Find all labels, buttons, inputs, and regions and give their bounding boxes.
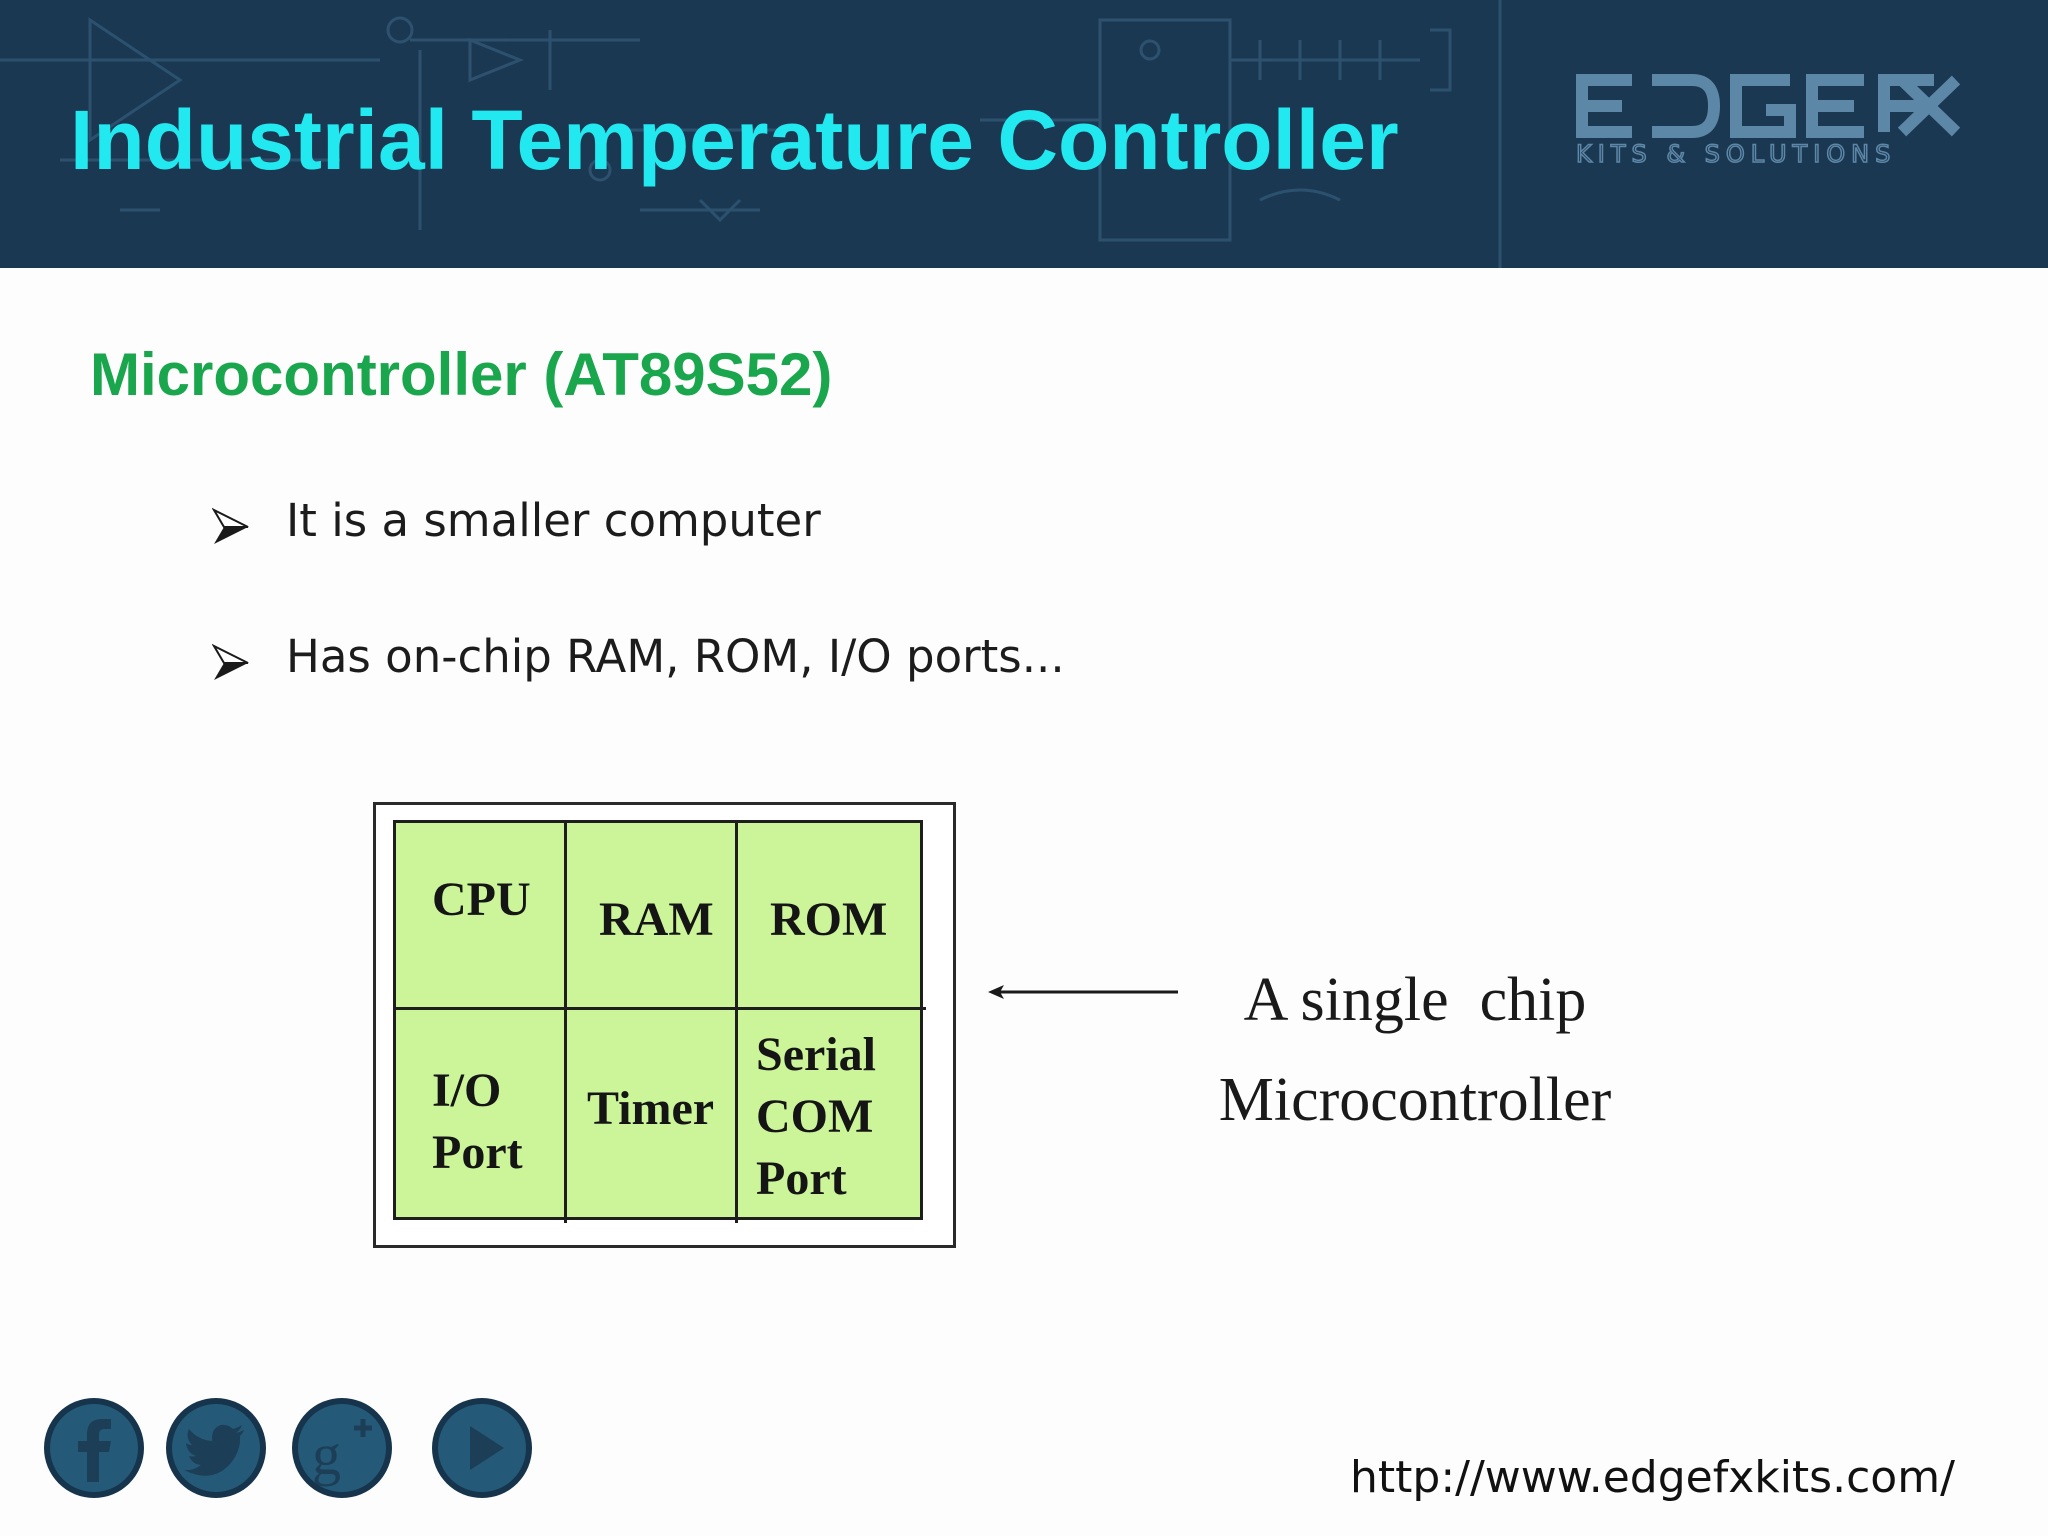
arrowhead-bullet-icon [212,644,249,680]
slide-title: Industrial Temperature Controller [70,93,1399,187]
svg-text:g: g [312,1422,341,1487]
website-url[interactable]: http://www.edgefxkits.com/ [1350,1452,1955,1503]
block-label: CPU [432,873,531,926]
caption-line: A single chip [1243,966,1587,1034]
svg-text:KITS & SOLUTIONS: KITS & SOLUTIONS [1576,140,1896,166]
youtube-play-icon[interactable] [430,1396,534,1500]
edgefx-logo: KITS & SOLUTIONS [1575,74,1961,166]
cpu-block: CPU [396,823,567,1010]
bullet-text: Has on-chip RAM, ROM, I/O ports... [286,630,1065,683]
caption-line: Microcontroller [1218,1066,1612,1134]
twitter-icon[interactable] [164,1396,268,1500]
microcontroller-diagram: CPU RAM ROM I/O Port Timer Serial COM Po… [373,802,956,1248]
chip-block-grid: CPU RAM ROM I/O Port Timer Serial COM Po… [393,820,926,1223]
block-label: RAM [599,893,714,946]
bullet-text: It is a smaller computer [286,494,821,547]
circuit-background-pattern [0,0,1502,268]
facebook-icon[interactable] [42,1396,146,1500]
pointer-arrow-icon [988,985,1178,999]
block-label: Serial COM Port [756,1028,876,1205]
slide-header: Industrial Temperature Controller KITS &… [0,0,2048,268]
ram-block: RAM [567,823,738,1010]
diagram-caption: A single chip Microcontroller [1190,950,1640,1150]
arrowhead-bullet-icon [212,508,249,544]
io-port-block: I/O Port [396,1010,567,1223]
timer-block: Timer [567,1010,738,1223]
serial-com-port-block: Serial COM Port [738,1010,926,1223]
block-label: I/O Port [432,1064,523,1179]
block-label: ROM [770,893,888,946]
google-plus-icon[interactable]: g [290,1396,394,1500]
rom-block: ROM [738,823,926,1010]
section-subtitle: Microcontroller (AT89S52) [90,341,833,408]
block-label: Timer [587,1082,715,1135]
